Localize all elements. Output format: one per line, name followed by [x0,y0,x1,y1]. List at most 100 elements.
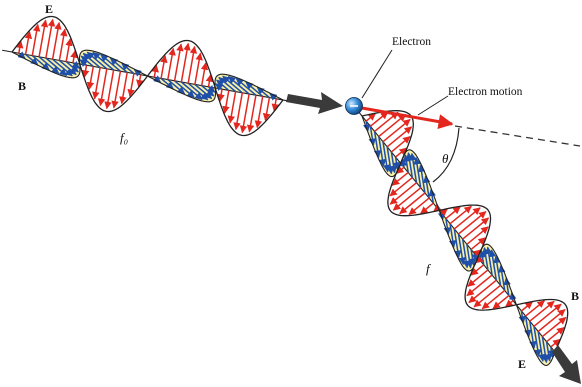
electric-field-vector [391,171,409,186]
magnetic-field-vector [488,249,498,281]
magnetic-field-vector [524,315,532,338]
thick-arrow-down-right-icon [552,345,581,384]
electric-field-vector [200,62,209,86]
electric-field-vector [395,147,408,158]
electric-field-vector [239,93,250,134]
electric-field-vector [505,299,514,308]
magnetic-field-vector [547,346,556,358]
electric-field-vector [449,205,472,225]
magnetic-field-vector [443,218,452,236]
electric-field-vector [525,300,545,317]
electric-field-vector [453,207,481,230]
electric-field-vector [378,114,407,138]
electric-field-vector [262,97,271,121]
electric-field-vector [529,300,555,322]
angle-label: θ [442,151,449,166]
electric-field-vector [458,211,487,235]
electric-field-vector [374,111,399,132]
electric-field-vector [467,269,489,287]
electric-field-vector [70,50,78,63]
incident-electric-field-vectors [16,18,279,134]
incident-magnetic-field-curve [11,49,284,103]
electric-field-vector [473,284,501,308]
scattered-wave [355,107,569,366]
scattered-magnetic-field-vectors [363,120,556,364]
electric-field-vector [271,98,279,112]
electric-field-vector [65,38,73,62]
magnetic-field-vector [428,188,436,204]
electric-field-vector [382,118,411,143]
scattered-e-label: E [518,357,526,371]
magnetic-field-vector [518,310,526,324]
scattered-magnetic-field-curve [361,115,556,366]
electric-field-vector [254,96,264,129]
electric-field-vector [86,66,95,90]
electric-field-vector [481,289,506,310]
electric-field-vector [389,182,417,205]
scattered-b-label: B [571,289,579,303]
electric-field-vector [81,65,90,78]
electric-field-vector [392,187,422,211]
electron-label: Electron [392,36,431,48]
electric-field-vector [38,19,49,57]
magnetic-field-vector [481,247,490,271]
electric-field-vector [537,309,566,333]
electric-field-vector [205,74,214,87]
electric-field-vector [111,71,122,109]
electric-field-vector [217,89,225,102]
electric-field-vector [31,23,41,56]
scattered-electric-field-vectors [365,111,567,348]
electric-field-vector [420,202,434,215]
electric-field-vector [167,47,176,80]
magnetic-field-vector [471,253,479,262]
magnetic-field-vector [368,126,377,147]
scattered-propagation-axis [355,107,560,357]
electric-field-vector [119,72,128,105]
electric-field-vector [24,31,33,55]
incident-magnetic-field-vectors [17,51,278,101]
electric-field-vector [550,338,561,348]
electric-field-vector [520,301,533,312]
electric-field-vector [546,327,565,343]
electron-motion-leader-line [417,95,449,116]
magnetic-field-vector [503,277,511,296]
electric-field-vector [396,166,405,174]
electric-field-vector [127,73,135,97]
magnetic-field-vector [218,76,237,93]
magnetic-field-vector [167,79,186,95]
electric-field-vector [473,249,482,258]
electric-field-vector [180,42,191,83]
scattered-photon-arrow [552,345,581,384]
electric-field-vector [445,206,461,220]
electric-field-vector [97,68,108,107]
magnetic-field-vector [413,156,422,188]
magnetic-field-vector [363,120,371,133]
magnetic-field-vector [409,152,418,183]
magnetic-field-vector [378,136,387,167]
electric-field-vector [160,55,168,79]
electric-field-vector [173,43,184,81]
electric-field-vector [246,95,257,133]
electron-leader-line [361,49,393,99]
electric-field-vector [466,274,493,297]
incident-photon-arrow [286,92,343,114]
electric-field-vector [104,69,115,110]
magnetic-field-vector [207,84,216,93]
electric-field-vector [439,208,448,217]
electric-field-vector [541,316,567,338]
electric-field-vector [92,67,101,100]
incident-e-label: E [45,2,53,16]
electric-field-vector [16,40,24,54]
magnetic-field-vector [485,246,493,276]
magnetic-field-vector [180,81,203,101]
magnetic-field-vector [86,51,108,70]
magnetic-field-vector [417,164,426,194]
magnetic-field-vector [38,56,60,74]
magnetic-field-vector [533,326,542,358]
electric-field-vector [386,126,413,148]
electric-field-vector [470,264,485,276]
electric-field-vector [470,237,486,250]
electric-field-vector [45,18,56,59]
magnetic-field-vector [457,233,466,265]
